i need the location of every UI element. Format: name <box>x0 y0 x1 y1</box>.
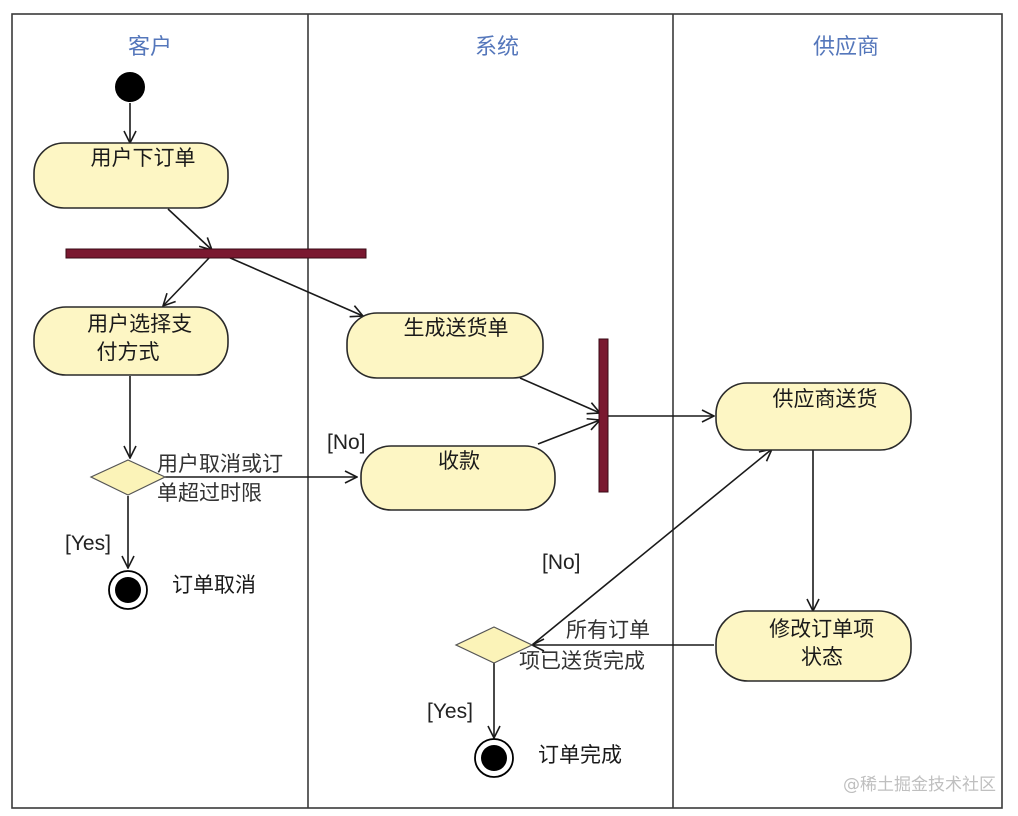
swimlane-frame <box>11 13 1003 809</box>
guard-no-complete: [No] <box>542 551 581 574</box>
end-node-cancelled <box>108 570 148 610</box>
activity-choose-payment <box>33 306 229 376</box>
edge-fork-to-payment <box>163 256 211 306</box>
frame-border <box>11 13 1003 809</box>
end-node-completed <box>474 738 514 778</box>
activity-supplier-ship <box>715 382 912 451</box>
activity-generate-delivery <box>346 312 544 379</box>
edge-delivery-to-join <box>519 377 600 413</box>
label-order-cancelled: 订单取消 <box>172 573 256 597</box>
start-node <box>115 72 145 102</box>
label-supplier-ship: 供应商送货 <box>773 387 878 411</box>
edge-decision-back-to-ship <box>531 449 772 646</box>
label-order-completed: 订单完成 <box>538 743 622 767</box>
fork-bar <box>65 248 367 259</box>
label-place-order: 用户下订单 <box>91 146 196 170</box>
edge-fork-to-delivery <box>227 256 363 316</box>
label-choose-payment: 用户选择支 付方式 <box>87 312 199 364</box>
guard-no-payment: [No] <box>327 431 366 454</box>
label-all-shipped-condition: 所有订单 项已送货完成 <box>519 618 657 673</box>
join-bar <box>598 338 609 493</box>
watermark: @稀土掘金技术社区 <box>843 775 996 795</box>
label-update-status: 修改订单项 状态 <box>769 617 881 669</box>
guard-yes-cancel: [Yes] <box>65 532 111 555</box>
activity-collect-payment <box>360 445 556 511</box>
guard-yes-complete: [Yes] <box>427 700 473 723</box>
activity-place-order <box>33 142 229 209</box>
label-cancel-condition: 用户取消或订 单超过时限 <box>157 452 290 505</box>
edge-order-to-fork <box>167 208 212 250</box>
edge-collect-to-join <box>537 420 600 445</box>
lane-title-system: 系统 <box>475 35 519 60</box>
label-generate-delivery: 生成送货单 <box>404 316 509 340</box>
label-collect-payment: 收款 <box>438 449 480 473</box>
decision-all-shipped <box>454 626 534 664</box>
decision-cancel <box>89 459 167 496</box>
lane-title-customer: 客户 <box>128 35 172 60</box>
edges <box>128 103 813 738</box>
lane-title-supplier: 供应商 <box>813 35 879 60</box>
activity-update-status <box>715 610 912 682</box>
